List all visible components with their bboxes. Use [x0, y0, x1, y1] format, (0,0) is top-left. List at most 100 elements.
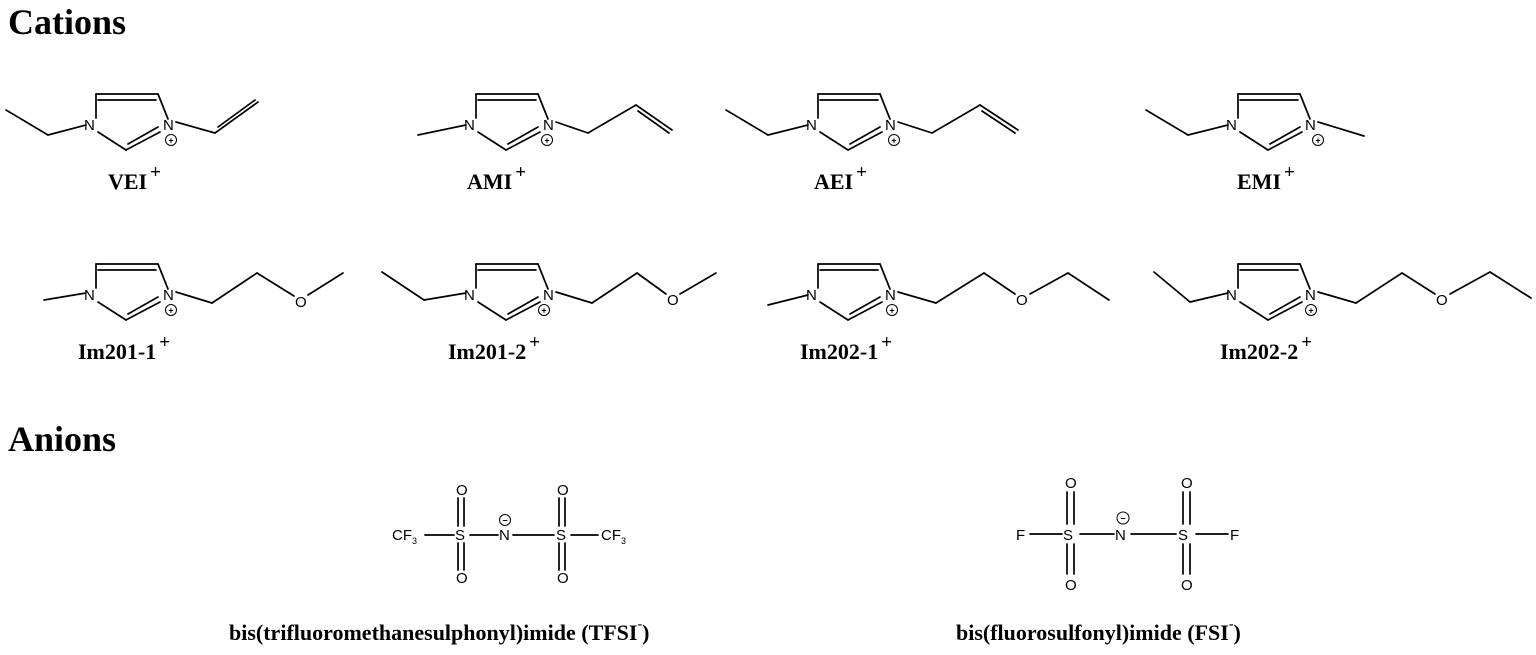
nitrogen-atom: N	[543, 287, 554, 304]
cation-name: Im202-1	[800, 339, 879, 364]
ring-bond	[125, 301, 161, 321]
ring-bond	[505, 301, 541, 321]
positive-charge-icon	[165, 304, 177, 316]
chain-bond	[175, 291, 213, 304]
aei-structure: N N +	[725, 93, 1019, 151]
ether-bond	[256, 272, 295, 297]
charge-sign: +	[1315, 136, 1320, 146]
oxygen-atom: O	[295, 294, 307, 311]
ether-bond	[1401, 272, 1436, 295]
anion-label-tfsi: bis(trifluoromethanesulphonyl)imide (TFS…	[229, 617, 650, 645]
ether-bond	[1029, 272, 1069, 295]
oxygen-atom: O	[1065, 475, 1077, 492]
ring-bond	[819, 301, 849, 321]
im201-1-structure: N N O +	[43, 263, 344, 321]
allyl-double-bond	[637, 110, 670, 134]
ring-bond	[477, 131, 507, 151]
ring-double-bond	[507, 126, 539, 145]
nitrogen-atom: N	[806, 287, 817, 304]
ring-double-bond	[127, 126, 159, 145]
chain-bond	[897, 291, 937, 304]
nitrogen-atom: N	[464, 287, 475, 304]
ether-bond	[1449, 271, 1491, 295]
ring-bond	[477, 301, 507, 321]
nitrogen-atom: N	[543, 117, 554, 134]
ring-bond	[97, 301, 127, 321]
cf3-group: CF3	[601, 527, 626, 546]
nitrogen-atom: N	[163, 117, 174, 134]
anion-name: bis(fluorosulfonyl)imide (FSI	[956, 620, 1229, 645]
nitrogen-atom: N	[499, 527, 510, 544]
ring-bond	[157, 93, 169, 120]
anion-charge: -	[1228, 617, 1234, 632]
cation-label-ami: AMI+	[467, 163, 526, 194]
oxygen-atom: O	[557, 570, 569, 587]
oxygen-atom: O	[456, 482, 468, 499]
cation-name: AEI	[814, 169, 854, 194]
charge-sign: −	[1120, 514, 1125, 524]
oxygen-atom: O	[557, 482, 569, 499]
oxygen-atom: O	[1065, 577, 1077, 594]
ring-bond	[1299, 93, 1311, 120]
ring-bond	[1267, 301, 1303, 321]
nitrogen-atom: N	[84, 117, 95, 134]
ring-bond	[1239, 131, 1269, 151]
ethyl-bond	[1145, 109, 1189, 136]
cation-name: AMI	[467, 169, 513, 194]
positive-charge-icon	[886, 304, 898, 316]
oxygen-atom: O	[1181, 577, 1193, 594]
anion-name: bis(trifluoromethanesulphonyl)imide (TFS…	[229, 620, 638, 645]
charge-sign: +	[891, 136, 896, 146]
anion-label-fsi: bis(fluorosulfonyl)imide (FSI-)	[956, 617, 1241, 645]
ring-double-bond	[1269, 126, 1301, 145]
vinyl-double-bond	[217, 99, 256, 128]
allyl-double-bond	[979, 104, 1019, 131]
ring-bond	[537, 93, 549, 120]
negative-charge-icon	[499, 514, 511, 526]
fsi-structure: F S O O N − S O O F	[1016, 475, 1239, 594]
ethyl-bond	[1489, 271, 1532, 299]
cation-label-im202-2: Im202-2+	[1220, 333, 1312, 364]
vei-structure: N N +	[5, 93, 259, 151]
ethyl-bond	[1187, 124, 1229, 136]
cations-heading: Cations	[8, 2, 127, 42]
ring-bond	[97, 131, 127, 151]
allyl-bond	[587, 104, 637, 134]
ami-structure: N N +	[417, 93, 673, 151]
charge-sign: +	[541, 306, 546, 316]
methyl-bond	[767, 294, 809, 306]
im201-2-structure: N N O +	[381, 263, 717, 321]
ethyl-bond	[47, 124, 87, 136]
ring-double-bond	[507, 296, 539, 315]
ether-bond	[636, 272, 667, 295]
cation-label-im201-2: Im201-2+	[448, 333, 540, 363]
ring-double-bond	[127, 296, 159, 315]
chain-bond	[1317, 291, 1357, 304]
ring-bond	[1267, 131, 1303, 151]
chain-bond	[935, 272, 985, 304]
vinyl-double-bond	[214, 101, 259, 134]
charge-sign: −	[502, 516, 507, 526]
cation-charge: +	[1301, 332, 1313, 353]
anions-heading: Anions	[8, 419, 117, 459]
ring-bond	[157, 263, 169, 290]
ring-bond	[847, 131, 883, 151]
oxygen-atom: O	[1016, 292, 1028, 309]
ring-bond	[819, 131, 849, 151]
nitrogen-atom: N	[1226, 287, 1237, 304]
nitrogen-atom: N	[1305, 287, 1316, 304]
ring-double-bond	[1269, 296, 1301, 315]
cation-charge: +	[159, 332, 171, 353]
cation-charge: +	[856, 162, 867, 183]
ring-bond	[879, 93, 891, 120]
chain-bond	[591, 272, 638, 304]
fluorine-atom: F	[1016, 527, 1025, 544]
cation-name: Im201-1	[78, 339, 157, 364]
cation-name: VEI	[108, 169, 148, 194]
cation-name: Im202-2	[1220, 339, 1299, 364]
oxygen-atom: O	[1181, 475, 1193, 492]
chain-bond	[555, 291, 593, 304]
cation-charge: +	[1284, 162, 1295, 183]
charge-sign: +	[168, 136, 173, 146]
oxygen-atom: O	[456, 570, 468, 587]
